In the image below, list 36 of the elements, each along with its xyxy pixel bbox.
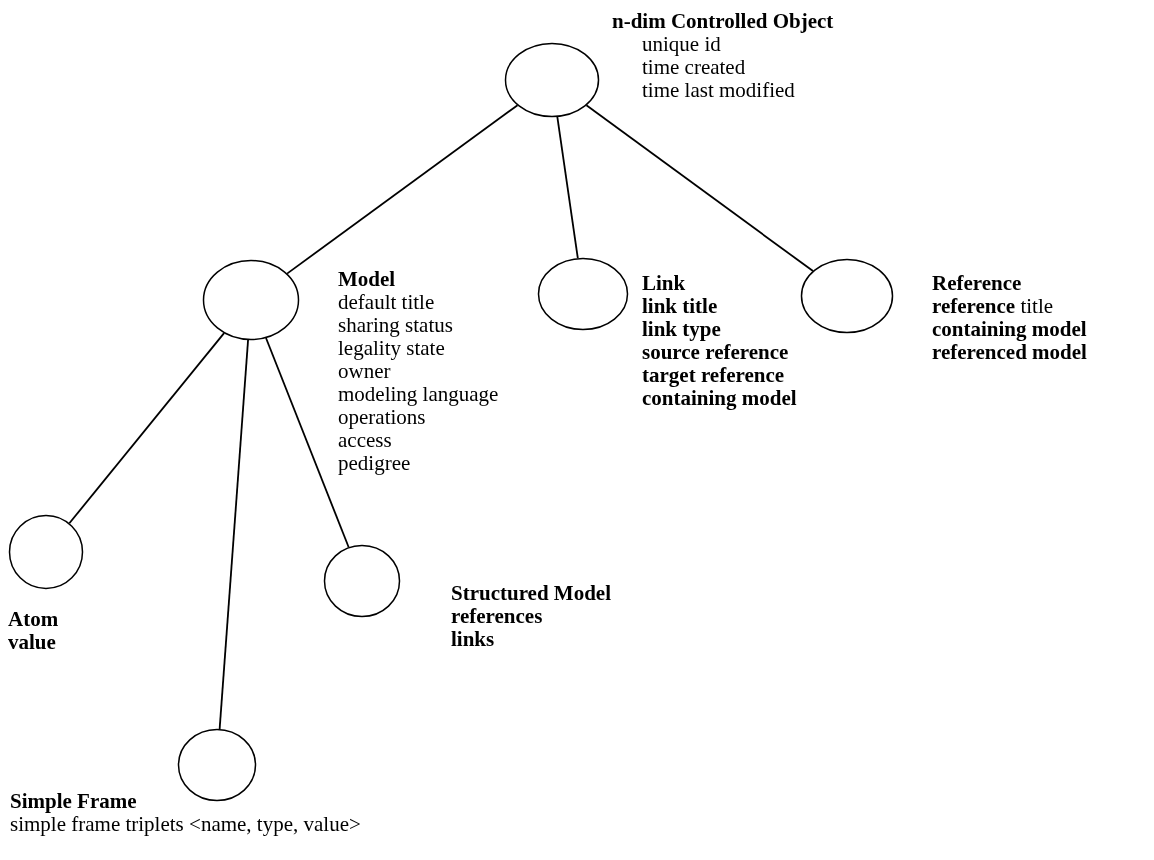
connector-line bbox=[286, 104, 519, 275]
node-heading: n-dim Controlled Object bbox=[612, 10, 834, 33]
attribute-text: time last modified bbox=[642, 79, 796, 102]
attribute-text: sharing status bbox=[338, 314, 454, 337]
attribute-text: owner bbox=[338, 360, 391, 383]
attribute-text: source reference bbox=[642, 341, 790, 364]
attribute-text: pedigree bbox=[338, 452, 412, 475]
node-heading: Model bbox=[338, 268, 397, 291]
attribute-text: links bbox=[451, 628, 496, 651]
attribute-text: modeling language bbox=[338, 383, 499, 406]
attribute-text: time created bbox=[642, 56, 747, 79]
node-heading: Reference bbox=[932, 272, 1023, 295]
node-heading: Link bbox=[642, 272, 687, 295]
attribute-text: target reference bbox=[642, 364, 786, 387]
connector-line bbox=[218, 339, 249, 730]
node-heading: Structured Model bbox=[451, 582, 611, 605]
attribute-text: containing model bbox=[642, 387, 797, 410]
attribute-text: referenced model bbox=[932, 341, 1087, 364]
node-heading: Simple Frame bbox=[10, 790, 138, 813]
node-heading: Atom bbox=[8, 608, 59, 631]
attribute-text: legality state bbox=[338, 337, 446, 360]
attribute-text: default title bbox=[338, 291, 436, 314]
attribute-text: value bbox=[8, 631, 57, 654]
connector-line bbox=[68, 332, 225, 525]
attribute-text: operations bbox=[338, 406, 426, 429]
connector-line bbox=[585, 104, 814, 272]
attribute-text: access bbox=[338, 429, 392, 452]
attribute-text: link type bbox=[642, 318, 722, 341]
attribute-text: link title bbox=[642, 295, 719, 318]
attribute-text: reference title bbox=[932, 295, 1055, 318]
attribute-text: simple frame triplets <name, type, value> bbox=[10, 813, 361, 836]
attribute-text: references bbox=[451, 605, 544, 628]
connector-line bbox=[265, 337, 350, 549]
attribute-text: containing model bbox=[932, 318, 1087, 341]
connector-line bbox=[556, 115, 579, 260]
attribute-text: unique id bbox=[642, 33, 722, 56]
